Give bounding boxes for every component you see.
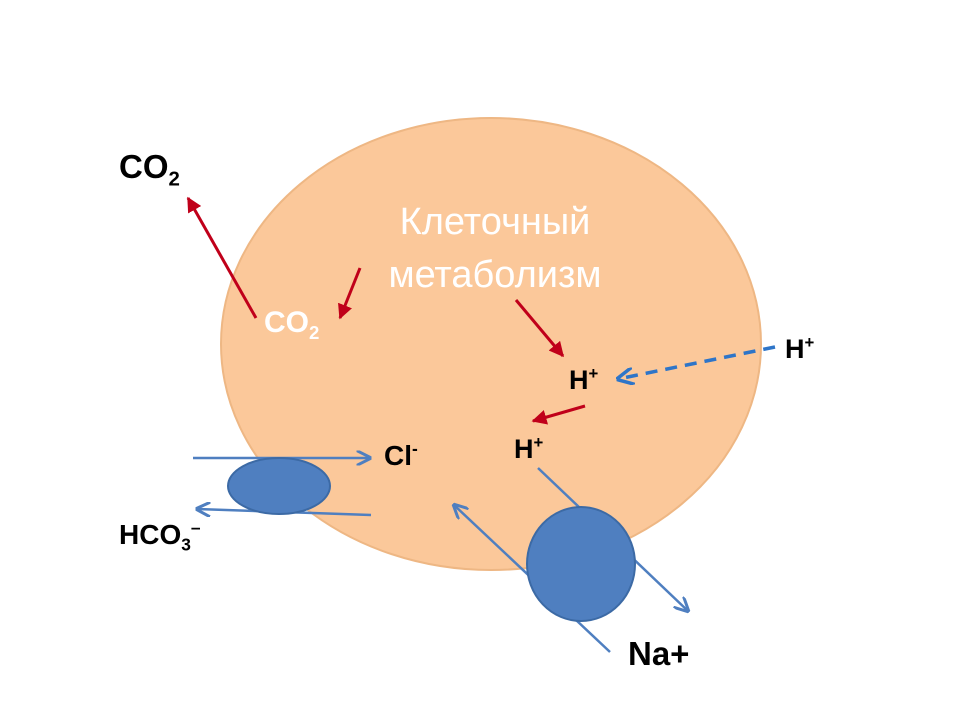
hco3-sup: – — [190, 517, 201, 538]
cell-title-line2: метаболизм — [388, 254, 602, 297]
co2-outside-sub: 2 — [168, 167, 180, 191]
h-center-base: H — [569, 365, 589, 395]
na-label: Na+ — [628, 635, 690, 672]
na-h-exchanger — [526, 506, 636, 622]
co2-outside-label: CO2 — [119, 148, 180, 189]
h-lower-base: H — [514, 434, 534, 464]
cl-base: Cl — [384, 440, 412, 471]
h-center-sup: + — [588, 364, 599, 383]
co2-inside-label: CO2 — [264, 306, 319, 342]
cl-label: Cl- — [384, 438, 418, 471]
h-to-h-arrow — [531, 404, 586, 425]
hco3-sub: 3 — [181, 534, 191, 555]
co2-exit-arrow — [186, 196, 258, 319]
cell-title: Клеточный метаболизм — [345, 196, 645, 302]
metabolism-to-co2-arrow — [338, 267, 362, 320]
co2-inside-sub: 2 — [309, 322, 320, 343]
cell-title-line1: Клеточный — [399, 201, 591, 243]
h-influx-dashed-arrow — [618, 345, 776, 379]
h-outside-label: H+ — [785, 333, 815, 364]
co2-inside-base: CO — [264, 306, 309, 339]
h-outside-sup: + — [804, 333, 815, 352]
h-lower-label: H+ — [514, 433, 544, 464]
hco3-label: HCO3– — [119, 517, 201, 553]
metabolism-to-h-arrow — [514, 299, 565, 358]
h-lower-sup: + — [533, 433, 544, 452]
cl-sup: - — [412, 438, 418, 459]
cl-hco3-exchanger — [227, 457, 331, 515]
co2-outside-base: CO — [119, 148, 169, 185]
hco3-base: HCO — [119, 519, 182, 550]
h-center-label: H+ — [569, 364, 599, 395]
h-outside-base: H — [785, 334, 805, 364]
